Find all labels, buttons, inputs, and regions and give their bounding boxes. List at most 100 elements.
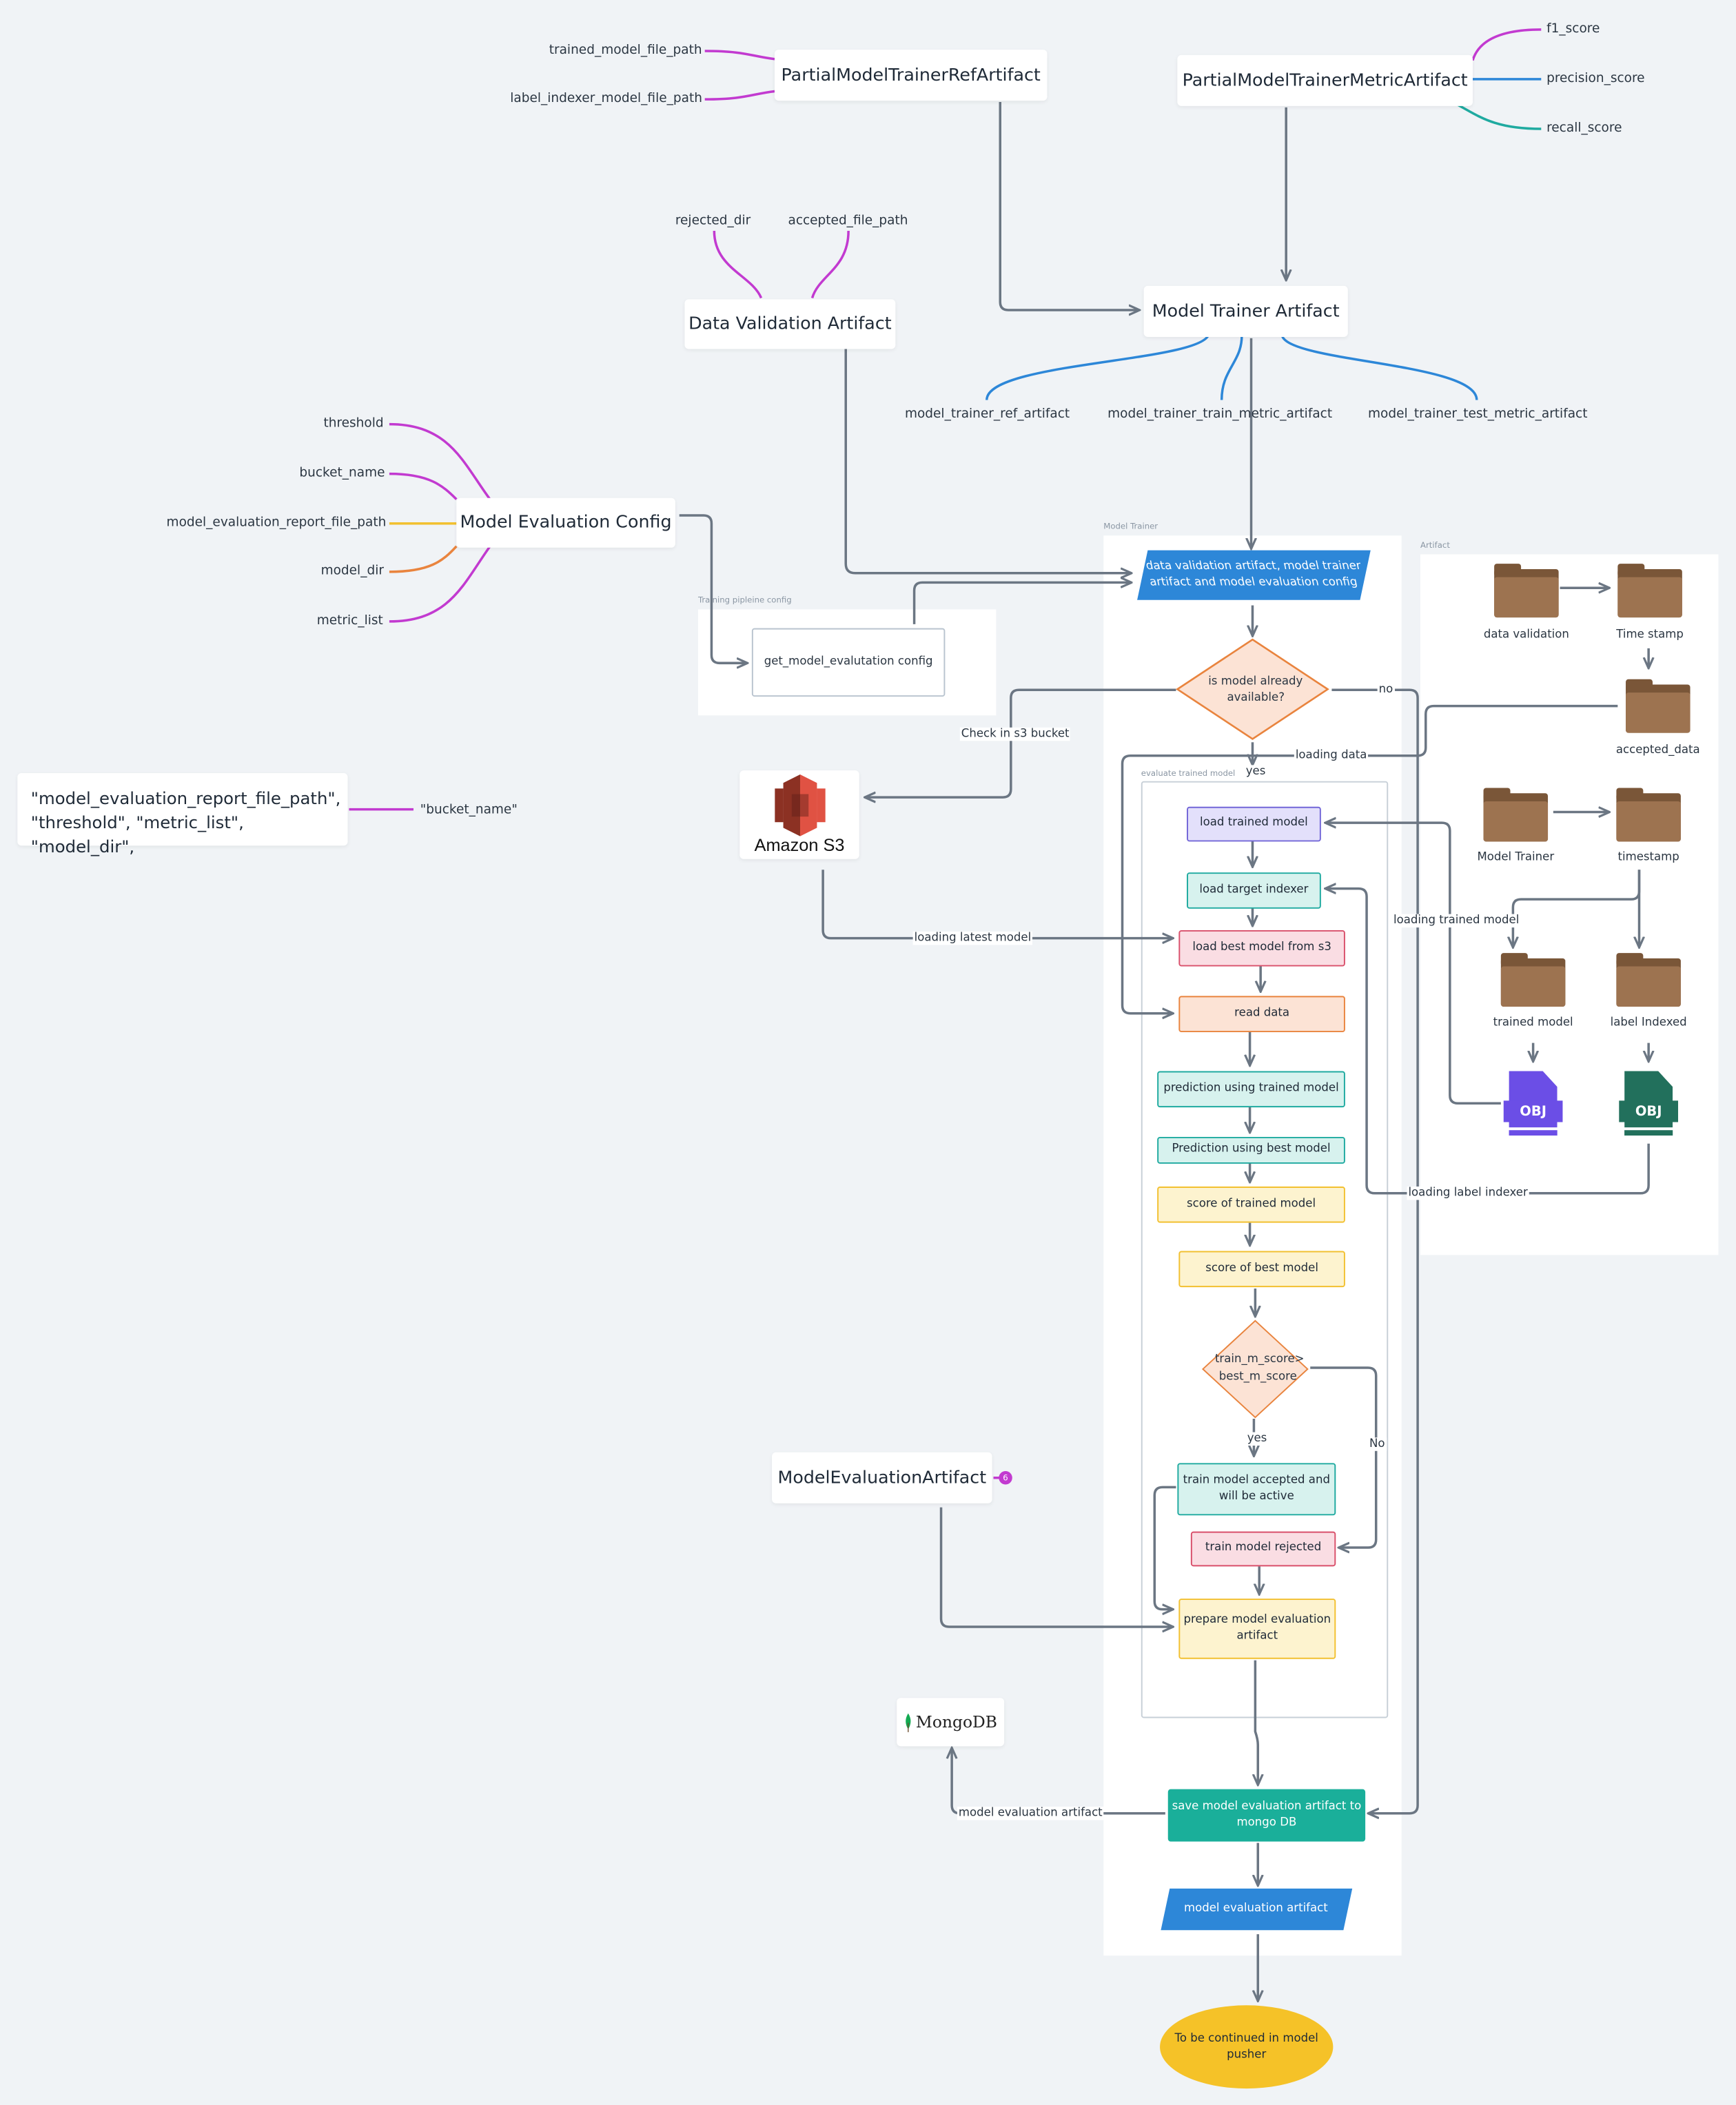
decision1-no-label: no [1377,683,1395,697]
terminal-model-pusher[interactable]: To be continued in model pusher [1160,2005,1334,2089]
decision2-yes-label: yes [1245,1432,1269,1446]
model-evaluation-artifact-card[interactable]: ModelEvaluationArtifact [772,1452,992,1503]
data-validation-folder-icon[interactable] [1494,564,1559,618]
score-trained-label: score of trained model [1187,1197,1316,1211]
model-available-decision[interactable] [1176,637,1329,741]
score-comparison-line1: train_m_score> [1214,1353,1305,1367]
partial-metric-artifact-title: PartialModelTrainerMetricArtifact [1182,70,1468,91]
train-model-rejected-step[interactable]: train model rejected [1190,1531,1336,1567]
metric-list-leaf: metric_list [316,613,383,628]
evaluate-panel-label: evaluate trained model [1141,769,1236,779]
label-indexer-model-file-path-leaf: label_indexer_model_file_path [510,91,702,106]
train-model-rejected-label: train model rejected [1205,1541,1322,1555]
terminal-line2: pusher [1227,2048,1267,2062]
amazon-s3-logo: Amazon S3 [739,770,859,859]
save-to-mongodb-line1: save model evaluation artifact to [1172,1800,1362,1814]
prediction-trained-label: prediction using trained model [1163,1081,1339,1096]
terminal-line1: To be continued in model [1174,2031,1318,2046]
time-stamp-folder-label: Time stamp [1616,628,1684,642]
collapsed-children-count: 6 [1003,1472,1008,1483]
artifact-panel-label: Artifact [1420,541,1450,551]
trained-model-folder-icon[interactable] [1500,953,1566,1007]
train-model-accepted-line1: train model accepted and [1183,1473,1330,1488]
rejected-dir-leaf: rejected_dir [675,213,751,229]
accepted-data-folder-icon[interactable] [1626,679,1691,733]
model-evaluation-config-title: Model Evaluation Config [460,513,672,533]
loading-indexer-edge-label: loading label indexer [1407,1187,1529,1200]
model-trainer-test-metric-artifact-leaf: model_trainer_test_metric_artifact [1368,407,1588,422]
precision-score-leaf: precision_score [1546,71,1645,86]
prediction-trained-step[interactable]: prediction using trained model [1157,1071,1345,1108]
mongodb-logo: MongoDB [897,1698,1005,1747]
read-data-step[interactable]: read data [1178,996,1345,1033]
timestamp-folder-label: timestamp [1617,851,1679,865]
evaluate-panel [1141,781,1389,1718]
label-indexer-obj-file-icon[interactable]: OBJ [1619,1071,1678,1138]
score-comparison-line2: best_m_score [1218,1370,1297,1384]
training-config-panel-label: Training pipleine config [697,595,792,606]
prepare-evaluation-line2: artifact [1236,1628,1278,1643]
model-trainer-artifact-card[interactable]: Model Trainer Artifact [1143,285,1348,337]
trained-model-obj-text: OBJ [1503,1100,1563,1122]
model-evaluation-artifact-output-label: model evaluation artifact [1184,1901,1329,1915]
decision1-yes-label: yes [1244,765,1267,779]
model-dir-leaf: model_dir [320,564,384,579]
load-best-model-step[interactable]: load best model from s3 [1178,930,1345,967]
load-target-indexer-step[interactable]: load target indexer [1187,872,1321,909]
data-validation-folder-label: data validation [1483,628,1569,642]
mongodb-leaf-icon [906,1712,911,1732]
model-evaluation-config-card[interactable]: Model Evaluation Config [456,497,675,548]
accepted-data-folder-label: accepted_data [1615,743,1700,757]
artifact-panel [1420,554,1719,1255]
config-keys-note[interactable]: "model_evaluation_report_file_path", "th… [17,773,348,856]
model-evaluation-artifact-output[interactable]: model evaluation artifact [1161,1888,1353,1931]
score-comparison-decision[interactable] [1201,1320,1309,1419]
mongodb-text: MongoDB [915,1712,997,1732]
decision2-no-label: No [1368,1437,1387,1451]
read-data-label: read data [1234,1006,1290,1020]
bucket-name-leaf: bucket_name [299,465,385,481]
model-evaluation-report-file-path-leaf: model_evaluation_report_file_path [166,515,387,531]
trained-model-file-path-leaf: trained_model_file_path [549,43,702,58]
score-best-label: score of best model [1205,1261,1318,1275]
train-model-accepted-step[interactable]: train model accepted and will be active [1177,1463,1336,1516]
trained-model-obj-file-icon[interactable]: OBJ [1503,1071,1563,1138]
label-indexer-obj-text: OBJ [1619,1100,1678,1122]
load-trained-model-label: load trained model [1200,816,1308,830]
label-indexed-folder-icon[interactable] [1616,953,1681,1007]
model-trainer-ref-artifact-leaf: model_trainer_ref_artifact [904,407,1070,422]
model-trainer-panel-label: Model Trainer [1103,522,1158,532]
model-evaluation-artifact-title: ModelEvaluationArtifact [777,1468,987,1488]
label-indexed-folder-label: label Indexed [1610,1016,1687,1030]
partial-ref-artifact-title: PartialModelTrainerRefArtifact [781,65,1041,85]
prepare-evaluation-line1: prepare model evaluation [1183,1613,1331,1627]
flow-input-line2: artifact and model evaluation config [1148,575,1359,589]
bucket-name-note-leaf: "bucket_name" [420,802,518,818]
data-validation-artifact-card[interactable]: Data Validation Artifact [684,299,896,349]
prepare-evaluation-artifact-step[interactable]: prepare model evaluation artifact [1178,1599,1336,1659]
data-validation-artifact-title: Data Validation Artifact [688,314,892,335]
get-model-evaluation-config-node[interactable]: get_model_evalutation config [751,628,946,697]
amazon-s3-text: Amazon S3 [754,834,845,855]
flow-input-data[interactable]: data validation artifact, model trainer … [1137,550,1371,600]
save-to-mongodb-line2: mongo DB [1236,1815,1297,1829]
load-trained-model-step[interactable]: load trained model [1187,806,1321,842]
prediction-best-label: Prediction using best model [1172,1142,1331,1156]
partial-metric-artifact-card[interactable]: PartialModelTrainerMetricArtifact [1177,54,1473,106]
model-trainer-folder-label: Model Trainer [1477,851,1555,865]
save-to-mongodb-step[interactable]: save model evaluation artifact to mongo … [1167,1789,1366,1842]
trained-model-folder-label: trained model [1493,1016,1573,1030]
collapsed-children-badge[interactable]: 6 [999,1471,1012,1485]
model-available-line1: is model already [1208,675,1303,689]
score-best-step[interactable]: score of best model [1178,1251,1345,1288]
train-model-accepted-line2: will be active [1218,1489,1294,1503]
config-keys-note-line1: "model_evaluation_report_file_path", [30,788,341,808]
time-stamp-folder-icon[interactable] [1617,564,1682,618]
prediction-best-step[interactable]: Prediction using best model [1157,1136,1345,1164]
timestamp-folder-icon[interactable] [1616,788,1681,842]
score-trained-step[interactable]: score of trained model [1157,1187,1345,1223]
model-trainer-folder-icon[interactable] [1483,788,1549,842]
flow-input-line1: data validation artifact, model trainer [1145,559,1363,573]
partial-ref-artifact-card[interactable]: PartialModelTrainerRefArtifact [774,50,1048,101]
f1-score-leaf: f1_score [1546,21,1600,37]
